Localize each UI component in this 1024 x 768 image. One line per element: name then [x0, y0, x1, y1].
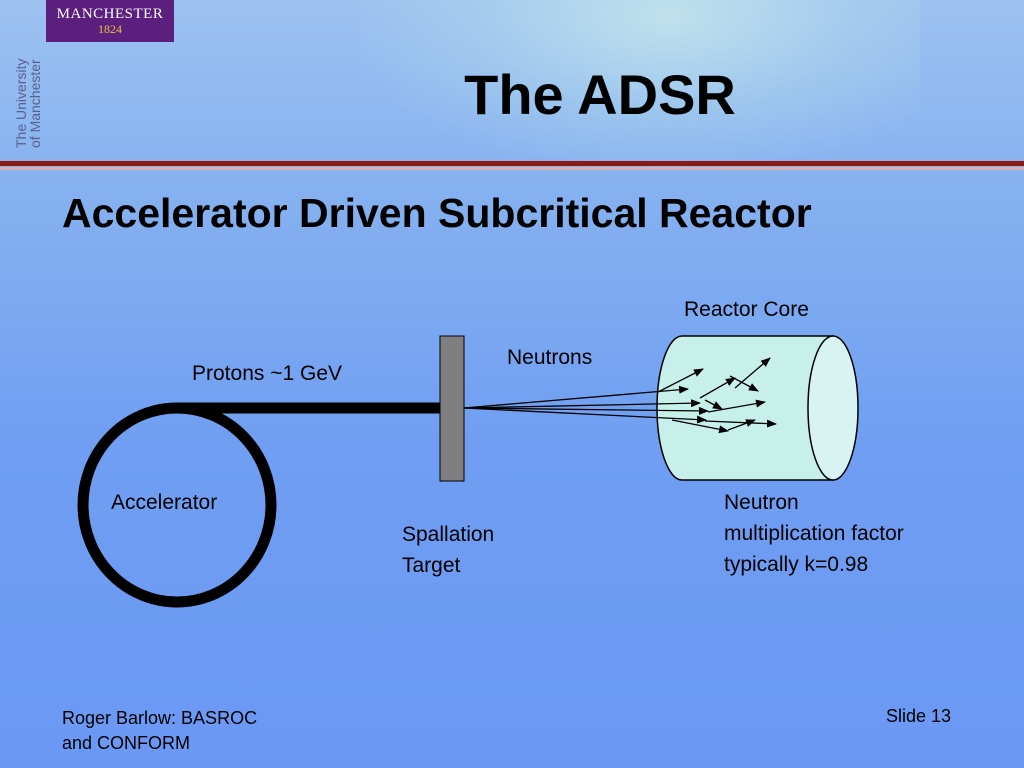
accelerator-label: Accelerator: [111, 491, 218, 514]
slide-number: Slide 13: [886, 706, 952, 726]
target-label-line-1: Spallation: [402, 523, 495, 546]
reactor-core-cylinder: [656, 335, 859, 481]
slide-subtitle: Accelerator Driven Subcritical Reactor: [62, 190, 812, 236]
neutron-ray: [463, 406, 709, 415]
cascade-arrow: [704, 419, 777, 428]
neutron-rays: [463, 385, 709, 424]
cascade-arrow: [729, 375, 759, 392]
spallation-target: [439, 335, 465, 482]
neutrons-label: Neutrons: [507, 346, 593, 369]
spallation-target-label: Spallation Target: [402, 519, 494, 581]
cascade-arrow: [734, 357, 771, 389]
target-label-line-2: Target: [402, 554, 461, 577]
footer-author: Roger Barlow: BASROC and CONFORM: [62, 706, 302, 756]
cascade-arrow: [727, 419, 756, 431]
logo-name: MANCHESTER: [56, 6, 164, 22]
university-logo: MANCHESTER 1824: [46, 0, 174, 42]
protons-label: Protons ~1 GeV: [192, 362, 343, 385]
neutron-ray: [463, 385, 689, 409]
footer-author-line-1: Roger Barlow: BASROC: [62, 708, 258, 728]
k-label-line-3: typically k=0.98: [724, 553, 869, 576]
k-label-line-1: Neutron: [724, 491, 799, 514]
cascade-arrow: [699, 377, 736, 399]
cascade-arrow: [704, 399, 723, 410]
logo-year: 1824: [98, 22, 122, 36]
cascade-arrow: [657, 368, 704, 393]
cascade-arrow: [671, 419, 729, 434]
neutron-ray: [463, 399, 701, 409]
title-rule-highlight: [0, 167, 1024, 170]
neutron-cascade: [657, 357, 777, 434]
title-rule: [0, 161, 1024, 166]
multiplication-factor-label: Neutron multiplication factor typically …: [724, 487, 904, 580]
reactor-core-label: Reactor Core: [684, 298, 809, 321]
slide-title: The ADSR: [464, 63, 736, 126]
cascade-arrow: [707, 399, 766, 413]
footer-author-line-2: and CONFORM: [62, 733, 191, 753]
k-label-line-2: multiplication factor: [724, 522, 904, 545]
neutron-ray: [463, 407, 707, 424]
